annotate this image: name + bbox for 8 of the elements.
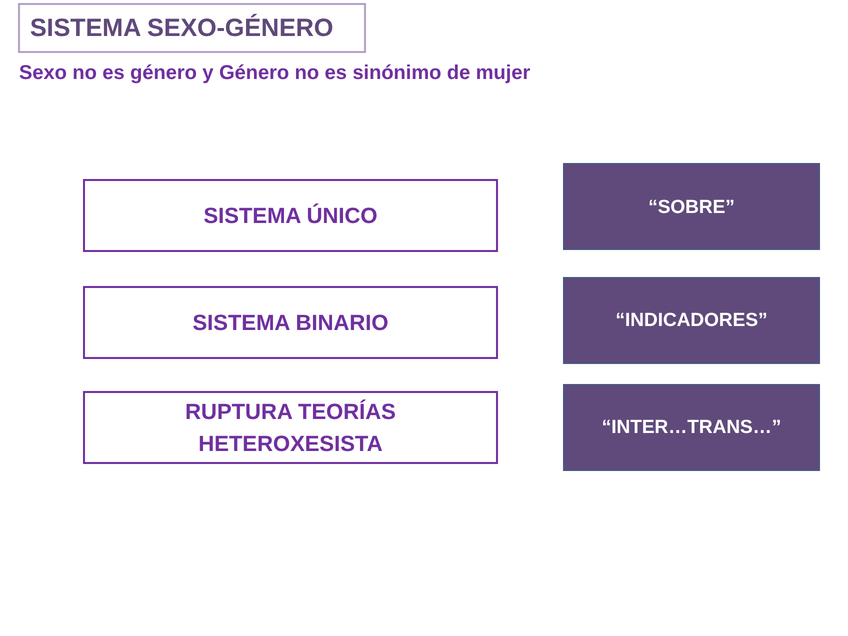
concept-box: SISTEMA ÚNICO <box>83 179 498 252</box>
keyword-panel: “INDICADORES” <box>563 277 820 364</box>
keyword-panel: “INTER…TRANS…” <box>563 384 820 471</box>
concept-box: SISTEMA BINARIO <box>83 286 498 359</box>
subtitle-text: Sexo no es género y Género no es sinónimo de mujer <box>19 62 530 85</box>
keyword-panel: “SOBRE” <box>563 163 820 250</box>
slide-title: SISTEMA SEXO-GÉNERO <box>18 3 366 53</box>
concept-box: RUPTURA TEORÍAS HETEROXESISTA <box>83 391 498 464</box>
